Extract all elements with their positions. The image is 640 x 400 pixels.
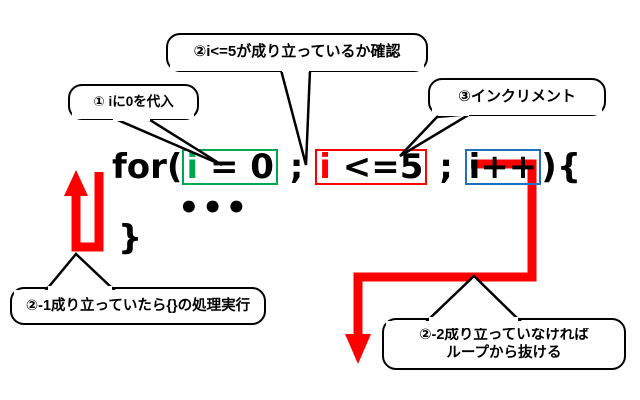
code-open-brace: { (556, 147, 582, 187)
init-expression-box: i = 0 (182, 147, 278, 187)
callout-condition-false: ②-2成り立っていなければ ループから抜ける (382, 318, 626, 370)
code-separator-2: ; (427, 147, 465, 187)
code-close-brace: } (118, 218, 143, 258)
condition-expression-box: i <=5 (315, 147, 428, 187)
callout-condition-false-line2: ループから抜ける (446, 345, 562, 361)
code-close-paren: ) (541, 147, 557, 187)
callout-condition-false-line1: ②-2成り立っていなければ (419, 326, 589, 343)
loop-back-arrow (64, 170, 104, 252)
init-rest: = 0 (198, 147, 274, 187)
callout-4-tail (44, 252, 117, 291)
code-keyword-for: for( (112, 147, 183, 187)
init-variable: i (186, 147, 199, 187)
callout-init-assignment: ① iに0を代入 (68, 84, 199, 120)
condition-rest: <=5 (330, 147, 424, 187)
callout-5-tail (424, 274, 523, 322)
callout-increment: ③インクリメント (428, 78, 606, 116)
increment-expression-box: i++ (464, 147, 542, 187)
for-loop-code: for( i = 0 ; i <=5 ; i++ ) { (112, 146, 581, 188)
condition-variable: i (319, 147, 331, 187)
code-body-ellipsis: ••• (178, 188, 250, 228)
increment-rest: ++ (480, 147, 538, 187)
callout-condition-check: ②i<=5が成り立っているか確認 (166, 33, 428, 72)
code-separator-1: ; (277, 147, 316, 187)
callout-condition-true: ②-1成り立っていたら{}の処理実行 (10, 287, 266, 325)
increment-variable: i (468, 147, 481, 187)
